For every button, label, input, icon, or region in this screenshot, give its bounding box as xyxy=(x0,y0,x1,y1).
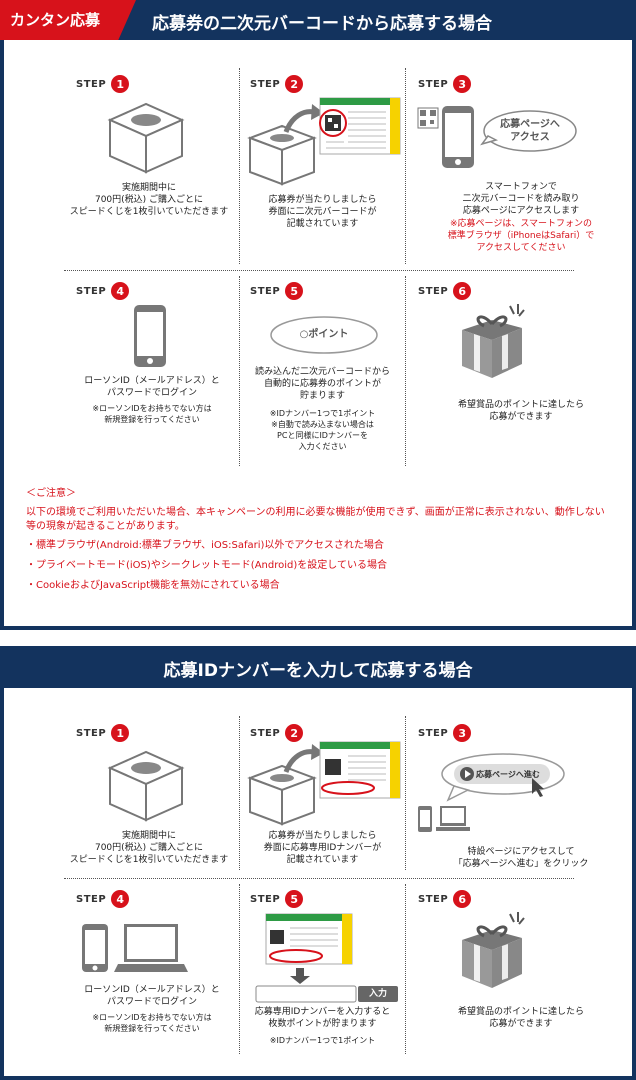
caution-notes: ＜ご注意＞ 以下の環境でご利用いただいた場合、本キャンペーンの利用に必要な機能が… xyxy=(26,487,606,593)
speech-bubble xyxy=(480,110,577,152)
id-input-illustration xyxy=(255,913,357,1003)
section-qr-title: 応募券の二次元バーコードから応募する場合 xyxy=(152,14,492,34)
step-4-text: ローソンID（メールアドレス）と パスワードでログイン xyxy=(84,376,220,398)
step-3-text: スマートフォンで 二次元バーコードを読み取り 応募ページにアクセスします xyxy=(462,182,580,216)
step-2-text: 応募券が当たりしましたら 券面に応募専用IDナンバーが 記載されています xyxy=(263,831,382,865)
smartphone-icon xyxy=(134,305,166,367)
entry-page-bubble xyxy=(441,753,565,802)
step-5-note: ※IDナンバー1つで1ポイント ※自動で読み込まない場合は PCと同様にIDナン… xyxy=(269,409,376,451)
section-id-title: 応募IDナンバーを入力して応募する場合 xyxy=(163,661,473,681)
step-3-note: ※応募ページは、スマートフォンの 標準ブラウザ（iPhoneはSafari）で … xyxy=(447,219,595,253)
devices-icon xyxy=(418,806,470,832)
lottery-box-icon xyxy=(107,750,185,822)
phone-and-laptop-icon xyxy=(82,924,188,972)
point-pill-text: ○ポイント xyxy=(299,329,349,340)
point-pill xyxy=(270,316,378,354)
step-6-text: 希望賞品のポイントに達したら 応募ができます xyxy=(457,400,584,422)
step-3-text: 特設ページにアクセスして 「応募ページへ進む」をクリック xyxy=(453,847,589,869)
caution-body: 以下の環境でご利用いただいた場合、本キャンペーンの利用に必要な機能が使用できず、… xyxy=(26,507,605,532)
step-1-text: 実施期間中に 700円(税込) ご購入ごとに スピードくじを1枚引いていただきま… xyxy=(69,831,229,865)
lottery-box-icon xyxy=(107,102,185,174)
lottery-box-ticket-icon xyxy=(247,741,401,826)
smartphone-qr-icon xyxy=(417,106,474,168)
step-1-text: 実施期間中に 700円(税込) ご購入ごとに スピードくじを1枚引いていただきま… xyxy=(69,183,229,217)
step-4-note: ※ローソンIDをお持ちでない方は 新規登録を行ってください xyxy=(92,1013,212,1033)
easy-entry-tag: カンタン応募 xyxy=(0,0,136,40)
step-5-text: 読み込んだ二次元バーコードから 自動的に応募券のポイントが 貯まります xyxy=(254,367,390,401)
caution-item: ・標準ブラウザ(Android:標準ブラウザ、iOS:Safari)以外でアクセ… xyxy=(26,540,384,551)
input-submit-button[interactable]: 入力 xyxy=(358,986,398,1002)
caution-heading: ＜ご注意＞ xyxy=(26,488,76,499)
bubble-access-text: 応募ページへ アクセス xyxy=(500,119,560,143)
caution-item: ・プライベートモード(iOS)やシークレットモード(Android)を設定してい… xyxy=(26,560,387,571)
lottery-box-ticket-icon xyxy=(247,97,401,186)
gift-box-icon xyxy=(462,912,525,988)
step-6-text: 希望賞品のポイントに達したら 応募ができます xyxy=(457,1007,584,1029)
step-2-text: 応募券が当たりしましたら 券面に二次元バーコードが 記載されています xyxy=(268,195,377,229)
step-5-text: 応募専用IDナンバーを入力すると 枚数ポイントが貯まります xyxy=(254,1007,391,1029)
section-qr-header: カンタン応募 応募券の二次元バーコードから応募する場合 xyxy=(0,0,636,40)
entry-page-button: 応募ページへ進む xyxy=(476,770,540,779)
step-5-note: ※IDナンバー1つで1ポイント xyxy=(269,1036,376,1045)
step-4-note: ※ローソンIDをお持ちでない方は 新規登録を行ってください xyxy=(92,404,212,424)
caution-item: ・CookieおよびJavaScript機能を無効にされている場合 xyxy=(26,580,280,591)
step-4-text: ローソンID（メールアドレス）と パスワードでログイン xyxy=(84,985,220,1007)
gift-box-icon xyxy=(462,304,525,378)
